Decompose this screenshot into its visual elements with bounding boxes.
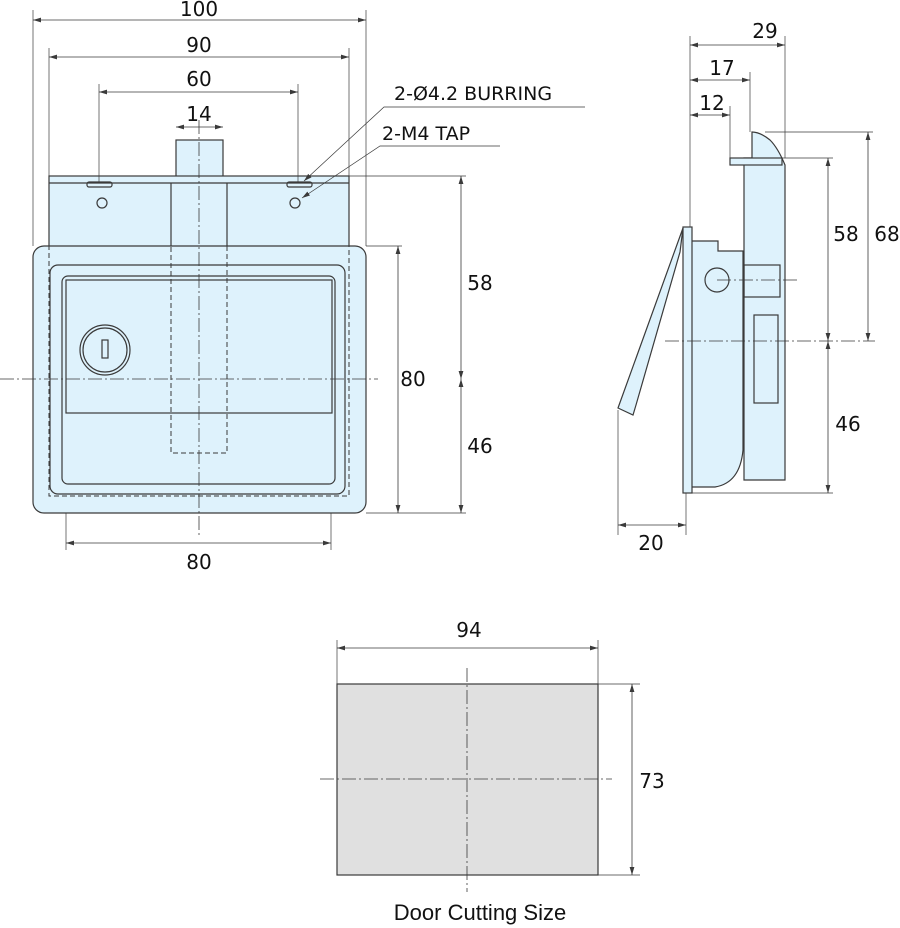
dim-hole-spacing: 60 (186, 67, 211, 91)
door-flange (682, 226, 693, 494)
door-cutout: 94 73 Door Cutting Size (320, 618, 665, 925)
side-body (689, 240, 744, 488)
callout-tap: 2-M4 TAP (382, 123, 470, 145)
dim-side-upper-height: 58 (833, 222, 858, 246)
handle-lever (617, 227, 684, 416)
cutout-caption: Door Cutting Size (394, 900, 566, 925)
latch-body (32, 245, 367, 514)
side-housing (743, 131, 786, 481)
dim-depth-small: 12 (699, 91, 724, 115)
tap-hole-right (289, 197, 301, 209)
handle (61, 275, 336, 485)
dim-lower-height: 46 (467, 434, 492, 458)
dim-body-width: 80 (186, 550, 211, 574)
dim-hook-height: 68 (874, 222, 899, 246)
latch-shaft (175, 139, 224, 178)
dim-handle-projection: 20 (638, 531, 663, 555)
tap-hole-left (96, 197, 108, 209)
dim-shaft-width: 14 (186, 102, 211, 126)
dim-cutout-width: 94 (456, 618, 481, 642)
dim-side-lower-height: 46 (835, 412, 860, 436)
dim-depth-total: 29 (752, 19, 777, 43)
dim-body-height: 80 (400, 367, 425, 391)
callout-burring: 2-Ø4.2 BURRING (394, 83, 552, 105)
lock-cylinder-icon (79, 324, 131, 376)
dim-plate-width: 90 (186, 33, 211, 57)
cutout-area (336, 683, 599, 876)
dim-cutout-height: 73 (639, 769, 664, 793)
front-view: 100 90 60 14 58 46 80 80 2-Ø4.2 BURRING … (0, 0, 585, 574)
burring-slot-right (286, 181, 313, 188)
dim-overall-width: 100 (180, 0, 218, 21)
side-view: 29 17 12 58 68 46 20 (617, 19, 900, 555)
dim-depth-mid: 17 (709, 56, 734, 80)
dim-upper-height: 58 (467, 271, 492, 295)
burring-slot-left (86, 181, 113, 188)
